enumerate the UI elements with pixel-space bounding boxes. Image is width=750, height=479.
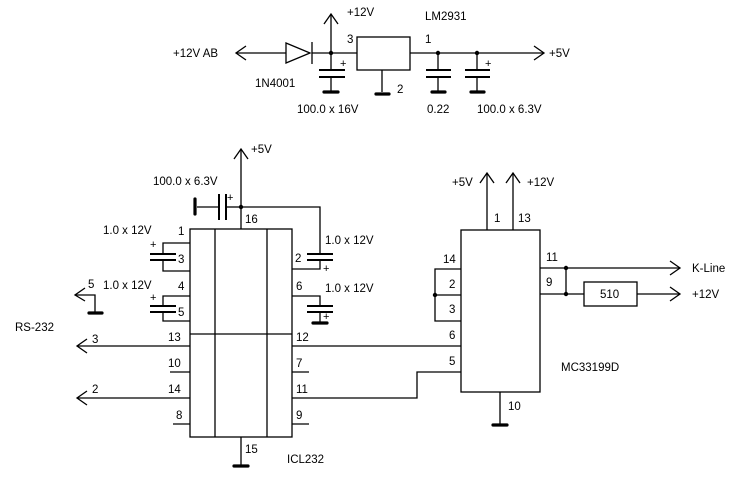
pin-15: 15 [245,444,258,456]
plus-sign: + [150,239,156,251]
pin-1: 1 [178,226,184,238]
mc-pin-1: 1 [494,213,500,225]
rs232-label: RS-232 [15,322,54,334]
reg-pin-gnd: 2 [397,84,403,96]
mc-pin-3: 3 [449,304,455,316]
cap-c3-label: 1.0 x 12V [325,235,374,247]
cap-out2-label: 100.0 x 6.3V [477,104,542,116]
wire-11-to-5 [292,371,461,399]
input-arrow-icon [234,45,247,61]
power-section: +12V AB 1N4001 +12V + 100.0 x 16V 3 1 2 … [173,7,570,116]
mc-pin-2: 2 [449,279,455,291]
plus-sign: + [323,263,329,275]
pin-11: 11 [296,384,308,396]
pin-16: 16 [245,214,258,226]
cap-c4-label: 1.0 x 12V [325,283,374,295]
output-arrow-icon [533,45,546,61]
kline-arrow-icon [669,260,682,276]
reg-pin-out: 1 [425,34,431,46]
mc-pin-5: 5 [449,356,455,368]
cap-out-1 [426,53,451,94]
icl232-label: ICL232 [287,454,324,466]
kline-label: K-Line [692,263,725,275]
mc33199-chip [460,229,541,393]
cap-c2-label: 1.0 x 12V [103,280,152,292]
cap-out1-label: 0.22 [427,104,449,116]
plus-sign: + [227,192,233,204]
pin-3: 3 [178,254,184,266]
plus-sign: + [150,292,156,304]
rs232-arrow-icon [75,390,88,406]
mc-supply5-label: +5V [452,177,473,189]
mc-pin-9: 9 [546,277,552,289]
resistor-label: 510 [600,289,619,301]
diode-1n4001 [285,42,313,64]
input-label: +12V AB [173,48,218,60]
junction-dot [563,291,569,297]
cap-out-2: + [465,53,491,94]
cap-c1-label: 1.0 x 12V [103,225,152,237]
icl232-section: ICL232 +5V 16 + 100.0 x 6.3V 1 1.0 x 12V… [15,144,461,468]
icl232-chip [189,228,293,438]
pin-8: 8 [176,410,182,422]
icl-supply-label: +5V [251,144,272,156]
pin-5: 5 [178,307,184,319]
diode-label: 1N4001 [255,78,295,90]
pin-12: 12 [296,332,309,344]
mc-pin-11: 11 [546,252,558,264]
pin-2: 2 [295,253,301,265]
supply-arrow-icon [505,171,521,184]
db-pin-gnd: 5 [88,279,94,291]
regulator-lm2931 [356,36,411,71]
mc-pin-14: 14 [443,254,456,266]
pullup-arrow-icon [669,286,682,302]
junction-dot [432,292,438,298]
supply-arrow-icon [233,147,249,160]
pin-9: 9 [296,410,302,422]
mc-pin-6: 6 [449,330,455,342]
reg-pin-in: 3 [347,34,353,46]
mc33199-section: MC33199D +5V 1 +12V 13 14 2 3 6 5 10 11 … [432,171,725,427]
pin-6: 6 [296,281,302,293]
rs232-arrow-icon [75,338,88,354]
regulator-label: LM2931 [425,11,467,23]
pin-14: 14 [168,384,181,396]
supply-arrow-icon [479,171,495,184]
cap-input-label: 100.0 x 16V [297,104,359,116]
plus-sign: + [323,311,329,323]
mc-pin-13: 13 [518,213,531,225]
pin-4: 4 [178,281,185,293]
pullup-label: +12V [692,289,720,301]
plus-sign: + [485,58,491,70]
cap-input: + [319,53,346,94]
mc-supply12-label: +12V [527,177,555,189]
decoupling-cap-label: 100.0 x 6.3V [153,176,218,188]
output-label: +5V [549,48,570,60]
mc33199-label: MC33199D [561,362,619,374]
db-pin-rx: 2 [92,384,98,396]
diode-icon [285,42,312,64]
plus-sign: + [340,58,346,70]
supply-arrow-icon [323,12,339,25]
supply-12v-label: +12V [347,7,375,19]
pin-13: 13 [168,332,181,344]
pin-7: 7 [296,358,302,370]
db-pin-tx: 3 [92,334,98,346]
pin-10: 10 [168,358,181,370]
junction-dot [563,265,569,271]
mc-pin-10: 10 [508,401,521,413]
